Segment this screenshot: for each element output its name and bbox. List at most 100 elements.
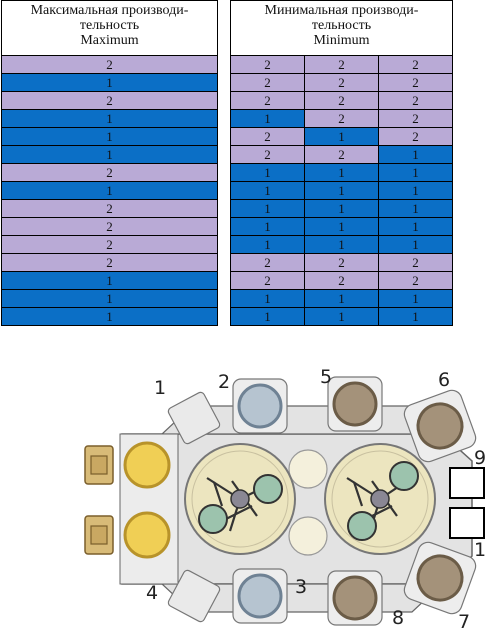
- minimum-cell: 2: [378, 73, 453, 92]
- minimum-cell: 1: [304, 307, 379, 326]
- pad-4: [167, 569, 221, 623]
- center-circle-top: [288, 449, 328, 489]
- minimum-cell: 1: [304, 181, 379, 200]
- minimum-cell: 2: [230, 145, 305, 164]
- maximum-cell: 2: [1, 235, 218, 254]
- maximum-row: 1: [1, 127, 218, 146]
- maximum-header-line2: тельность: [79, 18, 140, 33]
- box-9: [449, 467, 485, 499]
- label-8: 8: [392, 607, 404, 629]
- minimum-cell: 1: [230, 235, 305, 254]
- minimum-header-line1: Минимальная производи-: [264, 3, 419, 18]
- disc-right: [324, 443, 436, 555]
- minimum-cell: 2: [304, 145, 379, 164]
- pad-1: [167, 391, 221, 445]
- maximum-cell: 1: [1, 145, 218, 164]
- maximum-header-line3: Maximum: [80, 33, 139, 48]
- maximum-row: 1: [1, 145, 218, 164]
- maximum-row: 2: [1, 235, 218, 254]
- minimum-cell: 2: [378, 271, 453, 290]
- minimum-header-line2: тельность: [311, 18, 372, 33]
- maximum-header-line1: Максимальная производи-: [30, 3, 189, 18]
- maximum-cell: 1: [1, 73, 218, 92]
- minimum-cell: 2: [378, 55, 453, 74]
- minimum-cell: 2: [230, 55, 305, 74]
- minimum-cell: 1: [304, 289, 379, 308]
- minimum-cell: 2: [378, 127, 453, 146]
- maximum-cell: 2: [1, 163, 218, 182]
- minimum-cell: 2: [378, 253, 453, 272]
- minimum-table: Минимальная производи- тельность Minimum…: [230, 0, 453, 326]
- maximum-table: Максимальная производи- тельность Maximu…: [1, 0, 218, 326]
- minimum-cell: 1: [230, 163, 305, 182]
- maximum-cell: 1: [1, 307, 218, 326]
- maximum-cell: 1: [1, 271, 218, 290]
- minimum-cell: 1: [230, 181, 305, 200]
- maximum-row: 2: [1, 91, 218, 110]
- minimum-cell: 1: [304, 235, 379, 254]
- minimum-cell: 2: [304, 91, 379, 110]
- maximum-cell: 2: [1, 253, 218, 272]
- maximum-cell: 1: [1, 109, 218, 128]
- minimum-cell: 1: [230, 307, 305, 326]
- minimum-header-line3: Minimum: [313, 33, 370, 48]
- maximum-cell: 2: [1, 217, 218, 236]
- maximum-row: 1: [1, 289, 218, 308]
- maximum-row: 1: [1, 73, 218, 92]
- minimum-cell: 1: [378, 181, 453, 200]
- label-6: 6: [438, 369, 450, 391]
- box-10: [449, 507, 485, 539]
- minimum-cell: 2: [230, 91, 305, 110]
- minimum-cell: 1: [378, 289, 453, 308]
- minimum-cell: 1: [378, 235, 453, 254]
- maximum-row: 2: [1, 55, 218, 74]
- maximum-row: 2: [1, 163, 218, 182]
- label-9: 9: [474, 447, 486, 469]
- maximum-row: 1: [1, 109, 218, 128]
- maximum-row: 2: [1, 253, 218, 272]
- maximum-cell: 2: [1, 91, 218, 110]
- minimum-cell: 2: [230, 73, 305, 92]
- minimum-cell: 2: [230, 127, 305, 146]
- minimum-cell: 1: [304, 127, 379, 146]
- maximum-cell: 1: [1, 289, 218, 308]
- maximum-row: 2: [1, 199, 218, 218]
- disc-left: [184, 443, 296, 555]
- minimum-cell: 1: [230, 199, 305, 218]
- minimum-header: Минимальная производи- тельность Minimum: [230, 0, 453, 56]
- minimum-cell: 1: [378, 199, 453, 218]
- minimum-cell: 2: [230, 271, 305, 290]
- maximum-row: 1: [1, 307, 218, 326]
- connector-bottom: [84, 511, 171, 559]
- minimum-cell: 1: [230, 289, 305, 308]
- label-3: 3: [295, 576, 307, 598]
- label-4: 4: [146, 582, 158, 604]
- label-7: 7: [458, 611, 470, 630]
- label-5: 5: [320, 366, 332, 388]
- maximum-row: 2: [1, 217, 218, 236]
- label-2: 2: [218, 371, 230, 393]
- maximum-cell: 2: [1, 55, 218, 74]
- minimum-cell: 2: [304, 55, 379, 74]
- center-circle-bottom: [288, 516, 328, 556]
- minimum-cell: 1: [378, 145, 453, 164]
- burner-layout-diagram: 1 2 3 4 5 6 7 8 9 10: [84, 366, 487, 630]
- minimum-cell: 1: [304, 163, 379, 182]
- minimum-cell: 2: [304, 73, 379, 92]
- minimum-cell: 1: [378, 217, 453, 236]
